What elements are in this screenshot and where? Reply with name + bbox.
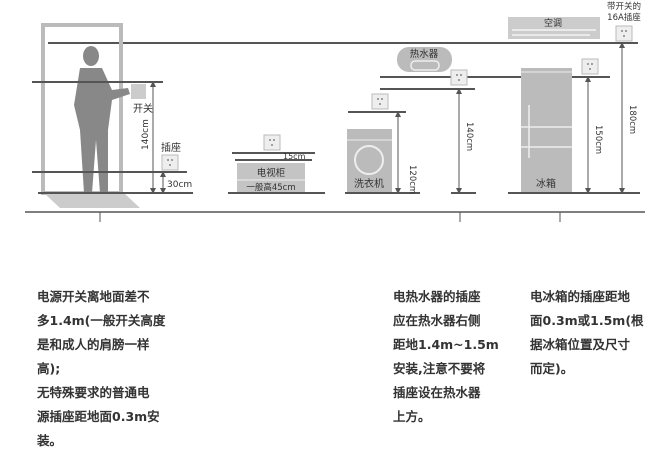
floor-mat [45, 194, 140, 208]
note-line: 是和成人的肩膀一样 [37, 337, 150, 352]
socket-icon [161, 154, 179, 171]
note-line: 安装,注意不要将 [393, 361, 486, 376]
note-line: 面0.3m或1.5m(根 [530, 313, 644, 328]
note-line: 上方。 [393, 409, 431, 424]
tv-cabinet [237, 163, 305, 192]
air-conditioner [508, 17, 600, 39]
ac-socket-label-2: 16A插座 [607, 12, 641, 23]
washer-socket-icon [371, 93, 389, 110]
note-line: 无特殊要求的普通电 [37, 385, 150, 400]
fridge-height-label: 150cm [593, 125, 603, 154]
heater-label: 热水器 [410, 48, 439, 60]
washer-height-label: 120cm [407, 165, 417, 194]
note-line: 电冰箱的插座距地 [530, 289, 631, 304]
light-switch [131, 84, 146, 99]
socket-height-label: 30cm [167, 180, 192, 190]
note-line: 装。 [37, 433, 63, 448]
note-refrigerator: 电冰箱的插座距地 面0.3m或1.5m(根 据冰箱位置及尺寸 而定)。 [530, 285, 644, 381]
tv-cabinet-height: 一般高45cm [246, 182, 295, 193]
note-line: 电源开关离地面差不 [37, 289, 150, 304]
note-line: 插座设在热水器 [393, 385, 481, 400]
switch-height-label: 140cm [141, 119, 151, 150]
switch-label: 开关 [133, 102, 153, 115]
note-line: 距地1.4m~1.5m [393, 337, 499, 352]
tv-cabinet-label: 电视柜 [257, 167, 286, 179]
tv-socket-gap: 15cm [283, 152, 306, 161]
person-silhouette [74, 46, 130, 193]
note-line: 电热水器的插座 [393, 289, 481, 304]
note-switch-socket: 电源开关离地面差不 多1.4m(一般开关高度 是和成人的肩膀一样 高); 无特殊… [37, 285, 165, 453]
heater-height-label: 140cm [464, 122, 474, 151]
ac-label: 空调 [544, 17, 562, 29]
note-line: 源插座距地面0.3m安 [37, 409, 160, 424]
note-line: 据冰箱位置及尺寸 [530, 337, 631, 352]
ac-socket-icon [615, 25, 633, 42]
fridge-label: 冰箱 [536, 177, 556, 190]
note-line: 高); [37, 361, 61, 376]
ac-height-label: 180cm [627, 105, 637, 134]
heater-socket-icon [450, 69, 468, 86]
tv-socket-icon [263, 134, 281, 151]
note-line: 多1.4m(一般开关高度 [37, 313, 166, 328]
fridge-socket-icon [581, 58, 599, 75]
ac-socket-label-1: 带开关的 [607, 1, 641, 12]
note-line: 应在热水器右侧 [393, 313, 481, 328]
note-line: 而定)。 [530, 361, 574, 376]
washer-label: 洗衣机 [354, 177, 384, 190]
socket-label: 插座 [161, 141, 181, 154]
note-water-heater: 电热水器的插座 应在热水器右侧 距地1.4m~1.5m 安装,注意不要将 插座设… [393, 285, 499, 429]
